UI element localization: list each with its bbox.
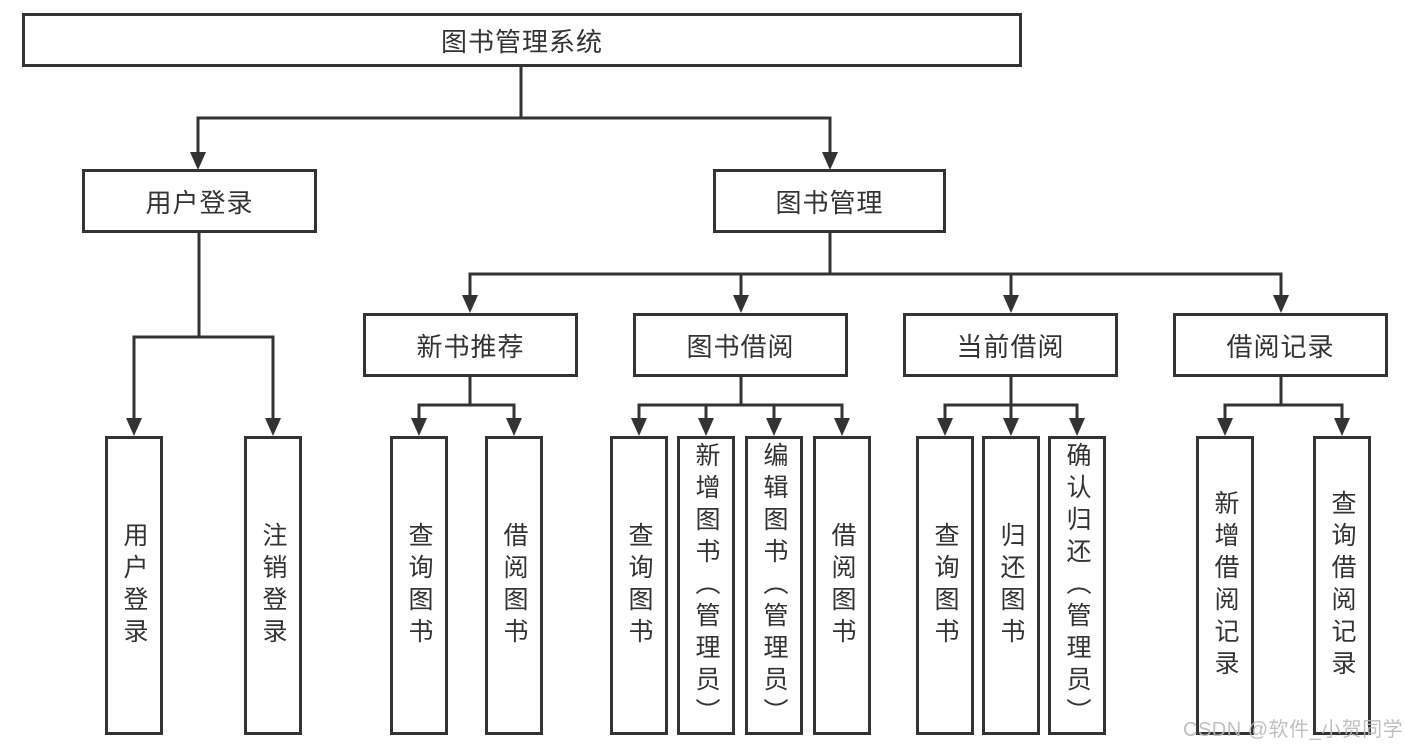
node-user-login: 用户登录 [82, 169, 317, 233]
leaf-query-books-current: 查询图书 [916, 436, 974, 735]
node-book-borrowing: 图书借阅 [633, 313, 848, 377]
node-borrow-records: 借阅记录 [1173, 313, 1388, 377]
connector-current-to-leaves [943, 377, 1079, 421]
leaf-logout: 注销登录 [244, 436, 302, 735]
connector-borrow-to-leaves [637, 377, 844, 421]
node-current-borrowing: 当前借阅 [903, 313, 1118, 377]
leaf-query-books-borrowing: 查询图书 [610, 436, 668, 735]
connector-bookmgmt-to-level2 [468, 233, 1283, 298]
leaf-query-borrow-record: 查询借阅记录 [1313, 436, 1371, 735]
leaf-borrow-books-borrowing: 借阅图书 [813, 436, 871, 735]
leaf-edit-books-admin: 编辑图书（管理员） [745, 436, 803, 735]
leaf-add-books-admin: 新增图书（管理员） [677, 436, 735, 735]
leaf-user-login: 用户登录 [105, 436, 163, 735]
node-root-library-system: 图书管理系统 [22, 13, 1022, 67]
leaf-confirm-return-admin: 确认归还（管理员） [1048, 436, 1106, 735]
leaf-query-books-recommend: 查询图书 [390, 436, 448, 735]
connector-root-to-level1 [196, 66, 832, 154]
node-new-book-recommend: 新书推荐 [363, 313, 578, 377]
leaf-return-books: 归还图书 [982, 436, 1040, 735]
connector-recommend-to-leaves [417, 377, 516, 421]
connector-userlogin-to-leaves [132, 233, 275, 421]
leaf-add-borrow-record: 新增借阅记录 [1196, 436, 1254, 735]
node-book-management: 图书管理 [713, 169, 946, 233]
csdn-watermark: CSDN @软件_小贺同学 [1183, 719, 1404, 741]
leaf-borrow-books-recommend: 借阅图书 [485, 436, 543, 735]
arrowheads [126, 152, 1350, 436]
connector-records-to-leaves [1223, 377, 1344, 421]
